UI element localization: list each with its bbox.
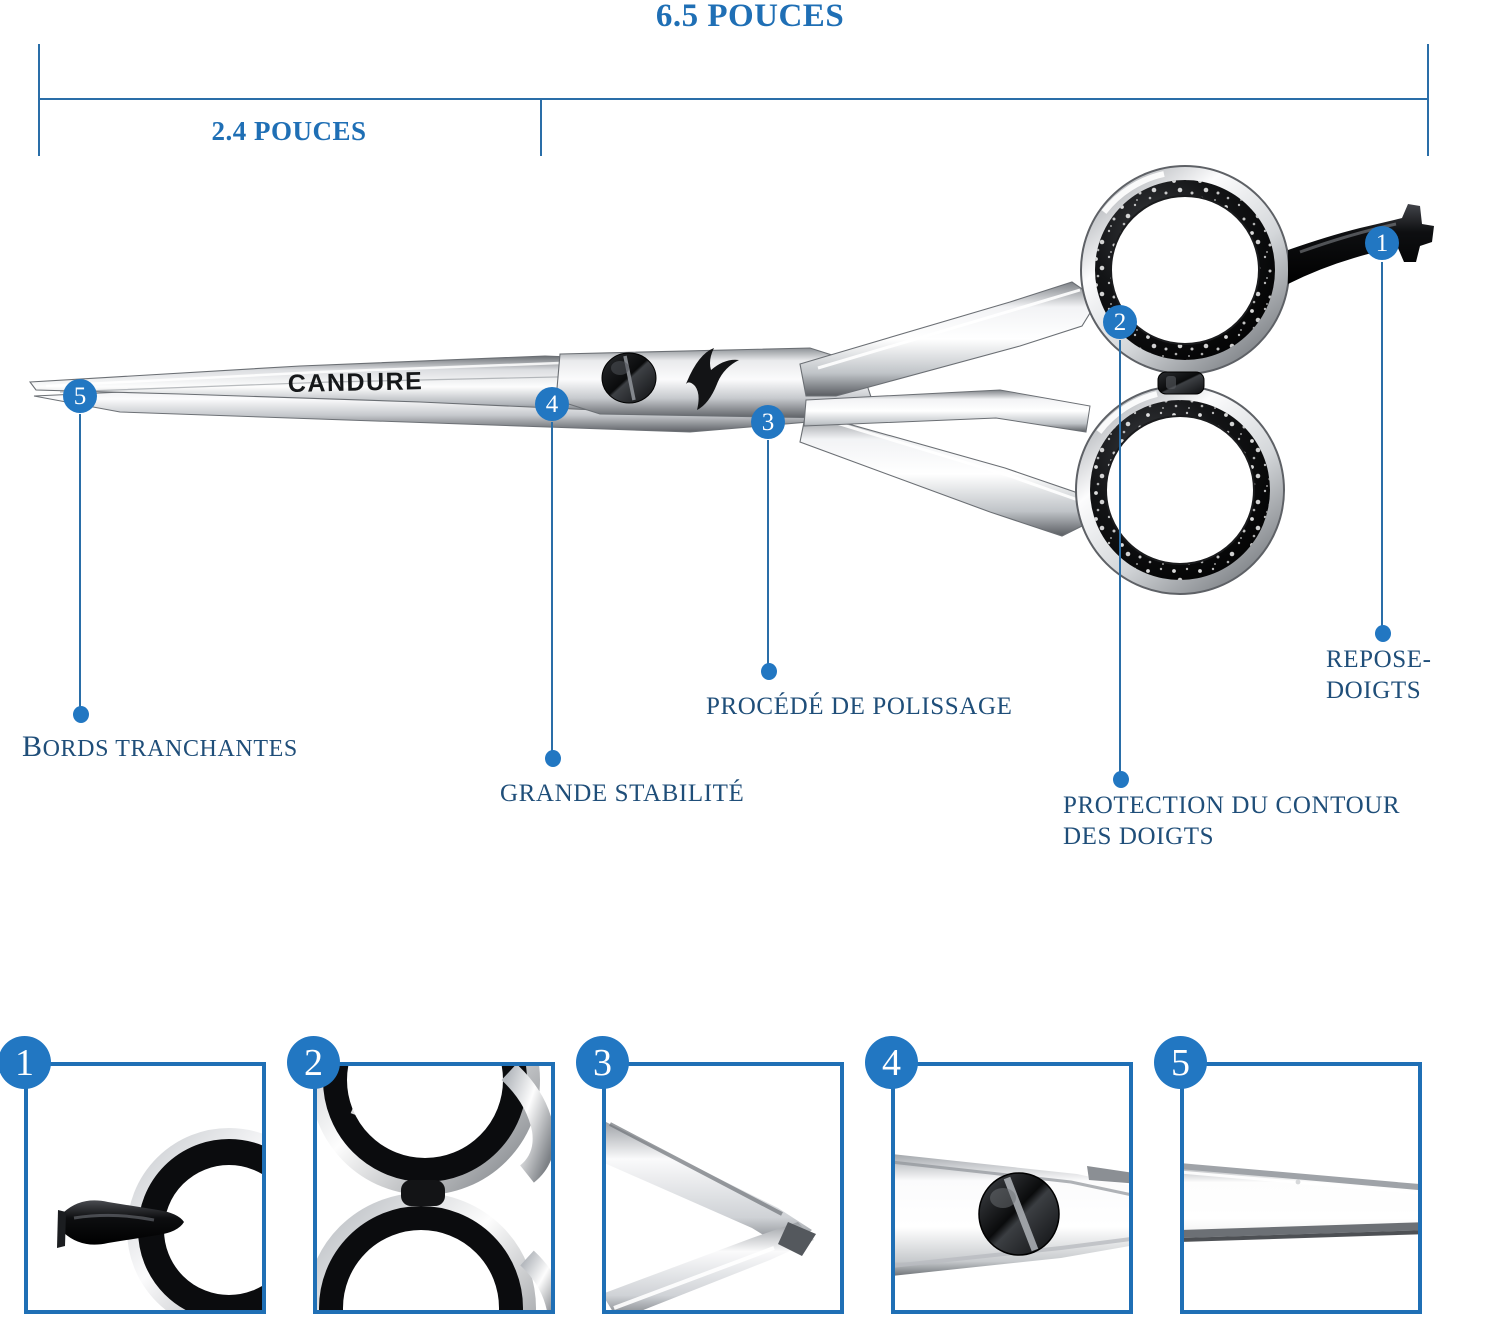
leader-dot-5: [73, 706, 89, 723]
callout-badge-2[interactable]: 2: [1103, 305, 1137, 339]
total-length-label: 6.5 POUCES: [655, 0, 845, 34]
scissors-illustration: CANDURE: [28, 165, 1434, 595]
callout-badge-1[interactable]: 1: [1365, 226, 1399, 260]
detail-panel-1[interactable]: [24, 1062, 266, 1314]
finger-rest-closeup-image: [28, 1066, 262, 1310]
dimension-tick-left-outer: [38, 44, 40, 100]
leader-line-3: [767, 440, 769, 669]
detail-panel-3[interactable]: [602, 1062, 844, 1314]
brand-engraving: CANDURE: [288, 367, 424, 398]
detail-panel-badge-4[interactable]: 4: [865, 1036, 918, 1089]
leader-dot-2: [1113, 771, 1129, 788]
finger-rings-closeup-image: [317, 1066, 551, 1310]
detail-panel-2[interactable]: [313, 1062, 555, 1314]
blade-joint-closeup-image: [606, 1066, 840, 1310]
detail-panel-badge-1[interactable]: 1: [0, 1036, 51, 1089]
callout-badge-5[interactable]: 5: [63, 379, 97, 413]
callout-label-1: REPOSE-DOIGTS: [1326, 646, 1432, 705]
dimension-tick-left-inner: [38, 100, 40, 156]
callout-label-5-rest: ORDS TRANCHANTES: [42, 736, 298, 762]
leader-dot-4: [545, 750, 561, 767]
blade-length-label: 2.4 POUCES: [211, 116, 367, 146]
leader-dot-1: [1375, 625, 1391, 642]
callout-label-3: PROCÉDÉ DE POLISSAGE: [706, 693, 1013, 720]
detail-panel-5[interactable]: [1180, 1062, 1422, 1314]
leader-line-4: [551, 422, 553, 756]
detail-panel-4[interactable]: [891, 1062, 1133, 1314]
callout-badge-4[interactable]: 4: [535, 387, 569, 421]
callout-badge-3[interactable]: 3: [751, 405, 785, 439]
detail-panel-badge-2[interactable]: 2: [287, 1036, 340, 1089]
callout-label-5: BORDS TRANCHANTES: [22, 728, 298, 766]
dimension-tick-blade-end: [540, 100, 542, 156]
leader-line-1: [1381, 262, 1383, 631]
dimension-tick-right-outer: [1427, 44, 1429, 156]
leader-line-2: [1119, 340, 1121, 777]
callout-label-2: PROTECTION DU CONTOUR DES DOIGTS: [1063, 792, 1401, 851]
callout-label-4: GRANDE STABILITÉ: [500, 780, 745, 807]
leader-dot-3: [761, 663, 777, 680]
pivot-screw-closeup-image: [895, 1066, 1129, 1310]
detail-panel-badge-3[interactable]: 3: [576, 1036, 629, 1089]
callout-label-5-cap: B: [22, 730, 43, 763]
detail-panel-badge-5[interactable]: 5: [1154, 1036, 1207, 1089]
detail-panel-row: 1 2: [0, 1036, 1500, 1328]
cutting-edge-closeup-image: [1184, 1066, 1418, 1310]
leader-line-5: [79, 414, 81, 712]
dimension-line-total: [38, 98, 1428, 100]
